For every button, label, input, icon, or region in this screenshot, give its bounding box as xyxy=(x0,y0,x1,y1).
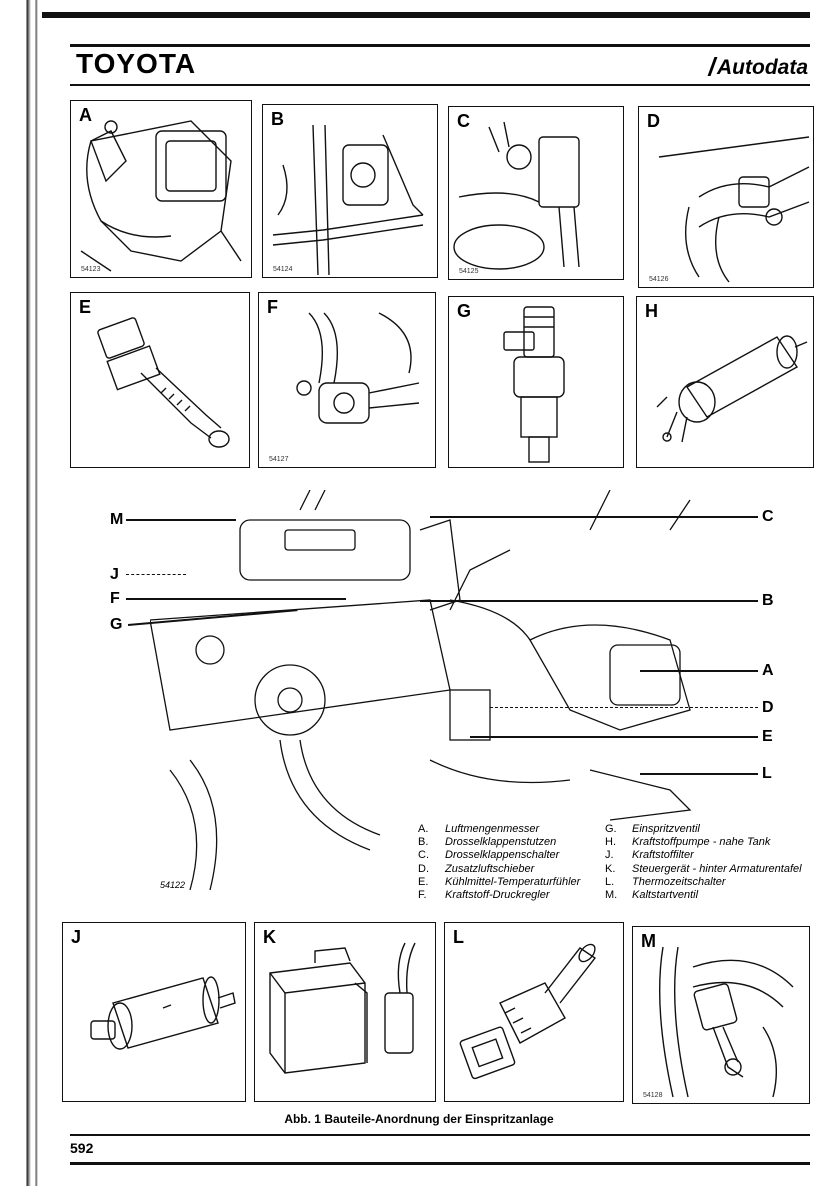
callout-e: E xyxy=(762,728,773,745)
panel-label: K xyxy=(261,927,278,947)
callout-j: J xyxy=(110,566,119,583)
brand-title: TOYOTA xyxy=(76,48,197,79)
callout-m: M xyxy=(110,511,124,528)
panel-label: D xyxy=(645,111,662,131)
callout-l: L xyxy=(762,765,772,782)
fuel-filter-illustration xyxy=(90,976,236,1050)
legend-item: A.Luftmengenmesser xyxy=(418,823,540,835)
panel-l-thermo-time-switch: L xyxy=(444,922,624,1102)
aux-air-valve-illustration xyxy=(658,136,810,283)
leader-j xyxy=(126,574,186,575)
header-underline xyxy=(70,84,810,86)
figure-code: 54122 xyxy=(160,880,186,890)
callout-f: F xyxy=(110,590,120,607)
fuel-pump-illustration xyxy=(656,335,808,443)
panel-m-cold-start-valve: M 54128 xyxy=(632,926,810,1104)
panel-h-fuel-pump: H xyxy=(636,296,814,468)
top-border xyxy=(42,12,810,18)
injector-illustration xyxy=(503,306,565,463)
panel-c-throttle-switch: C 54125 xyxy=(448,106,624,280)
leader-d xyxy=(490,707,758,708)
thermo-time-switch-illustration xyxy=(459,943,597,1080)
leader-f xyxy=(126,598,346,600)
page-number: 592 xyxy=(70,1140,94,1156)
air-flow-meter-illustration xyxy=(80,120,242,272)
legend-item: G.Einspritzventil xyxy=(605,823,700,835)
ecu-illustration xyxy=(269,942,416,1074)
legend-item: H.Kraftstoffpumpe - nahe Tank xyxy=(605,836,771,849)
legend-item: M.Kaltstartventil xyxy=(605,889,699,902)
figure-code: 54127 xyxy=(269,456,289,463)
panel-label: M xyxy=(639,931,658,951)
legend-item: D.Zusatzluftschieber xyxy=(418,862,535,875)
panel-label: L xyxy=(451,927,466,947)
coolant-temp-sensor-illustration xyxy=(97,317,230,448)
panel-f-fuel-pressure-regulator: F 54127 xyxy=(258,292,436,468)
callout-c: C xyxy=(762,508,774,525)
panel-label: J xyxy=(69,927,84,947)
panel-a-air-flow-meter: A 54123 xyxy=(70,100,252,278)
panel-j-fuel-filter: J xyxy=(62,922,246,1102)
fuel-pressure-regulator-illustration xyxy=(296,312,420,424)
book-binding-edge xyxy=(0,0,44,1186)
panel-label: G xyxy=(455,301,474,321)
legend-item: B.Drosselklappenstutzen xyxy=(418,836,557,849)
footer-rule-bottom xyxy=(70,1162,810,1165)
panel-b-throttle-body: B 54124 xyxy=(262,104,438,278)
legend-left: A.Luftmengenmesser B.Drosselklappenstutz… xyxy=(418,823,580,902)
figure-code: 54126 xyxy=(649,276,669,283)
figure-code: 54128 xyxy=(643,1092,663,1099)
header-rule xyxy=(70,44,810,47)
leader-c xyxy=(430,516,758,518)
figure-code: 54125 xyxy=(459,268,479,275)
legend-item: F.Kraftstoff-Druckregler xyxy=(418,889,550,902)
legend-item: L.Thermozeitschalter xyxy=(605,875,726,888)
legend-item: J.Kraftstoffilter xyxy=(605,849,694,862)
callout-b: B xyxy=(762,592,774,609)
figure-code: 54123 xyxy=(81,266,101,273)
panel-k-ecu: K xyxy=(254,922,436,1102)
callout-d: D xyxy=(762,699,774,716)
leader-b xyxy=(420,600,758,602)
leader-l xyxy=(640,773,758,775)
publisher-logo: Autodata xyxy=(707,56,808,80)
leader-m xyxy=(126,519,236,521)
panel-label: F xyxy=(265,297,280,317)
legend-item: K.Steuergerät - hinter Armaturentafel xyxy=(605,862,802,875)
legend-right: G.Einspritzventil H.Kraftstoffpumpe - na… xyxy=(605,823,802,902)
legend-item: C.Drosselklappenschalter xyxy=(418,849,560,862)
callout-g: G xyxy=(110,616,123,633)
panel-label: B xyxy=(269,109,286,129)
throttle-switch-illustration xyxy=(453,121,580,270)
leader-a xyxy=(640,670,758,672)
cold-start-valve-illustration xyxy=(658,946,794,1098)
figure-caption: Abb. 1 Bauteile-Anordnung der Einspritza… xyxy=(284,1112,554,1126)
throttle-body-illustration xyxy=(272,124,424,276)
panel-e-coolant-temp-sensor: E xyxy=(70,292,250,468)
legend-item: E.Kühlmittel-Temperaturfühler xyxy=(418,875,581,888)
figure-code: 54124 xyxy=(273,266,293,273)
panel-label: E xyxy=(77,297,94,317)
panel-label: H xyxy=(643,301,660,321)
callout-a: A xyxy=(762,662,774,679)
panel-d-aux-air-valve: D 54126 xyxy=(638,106,814,288)
footer-rule-top xyxy=(70,1134,810,1136)
panel-label: A xyxy=(77,105,94,125)
panel-label: C xyxy=(455,111,472,131)
engine-bay-illustration xyxy=(150,490,692,891)
panel-g-injector: G xyxy=(448,296,624,468)
leader-e xyxy=(470,736,758,738)
